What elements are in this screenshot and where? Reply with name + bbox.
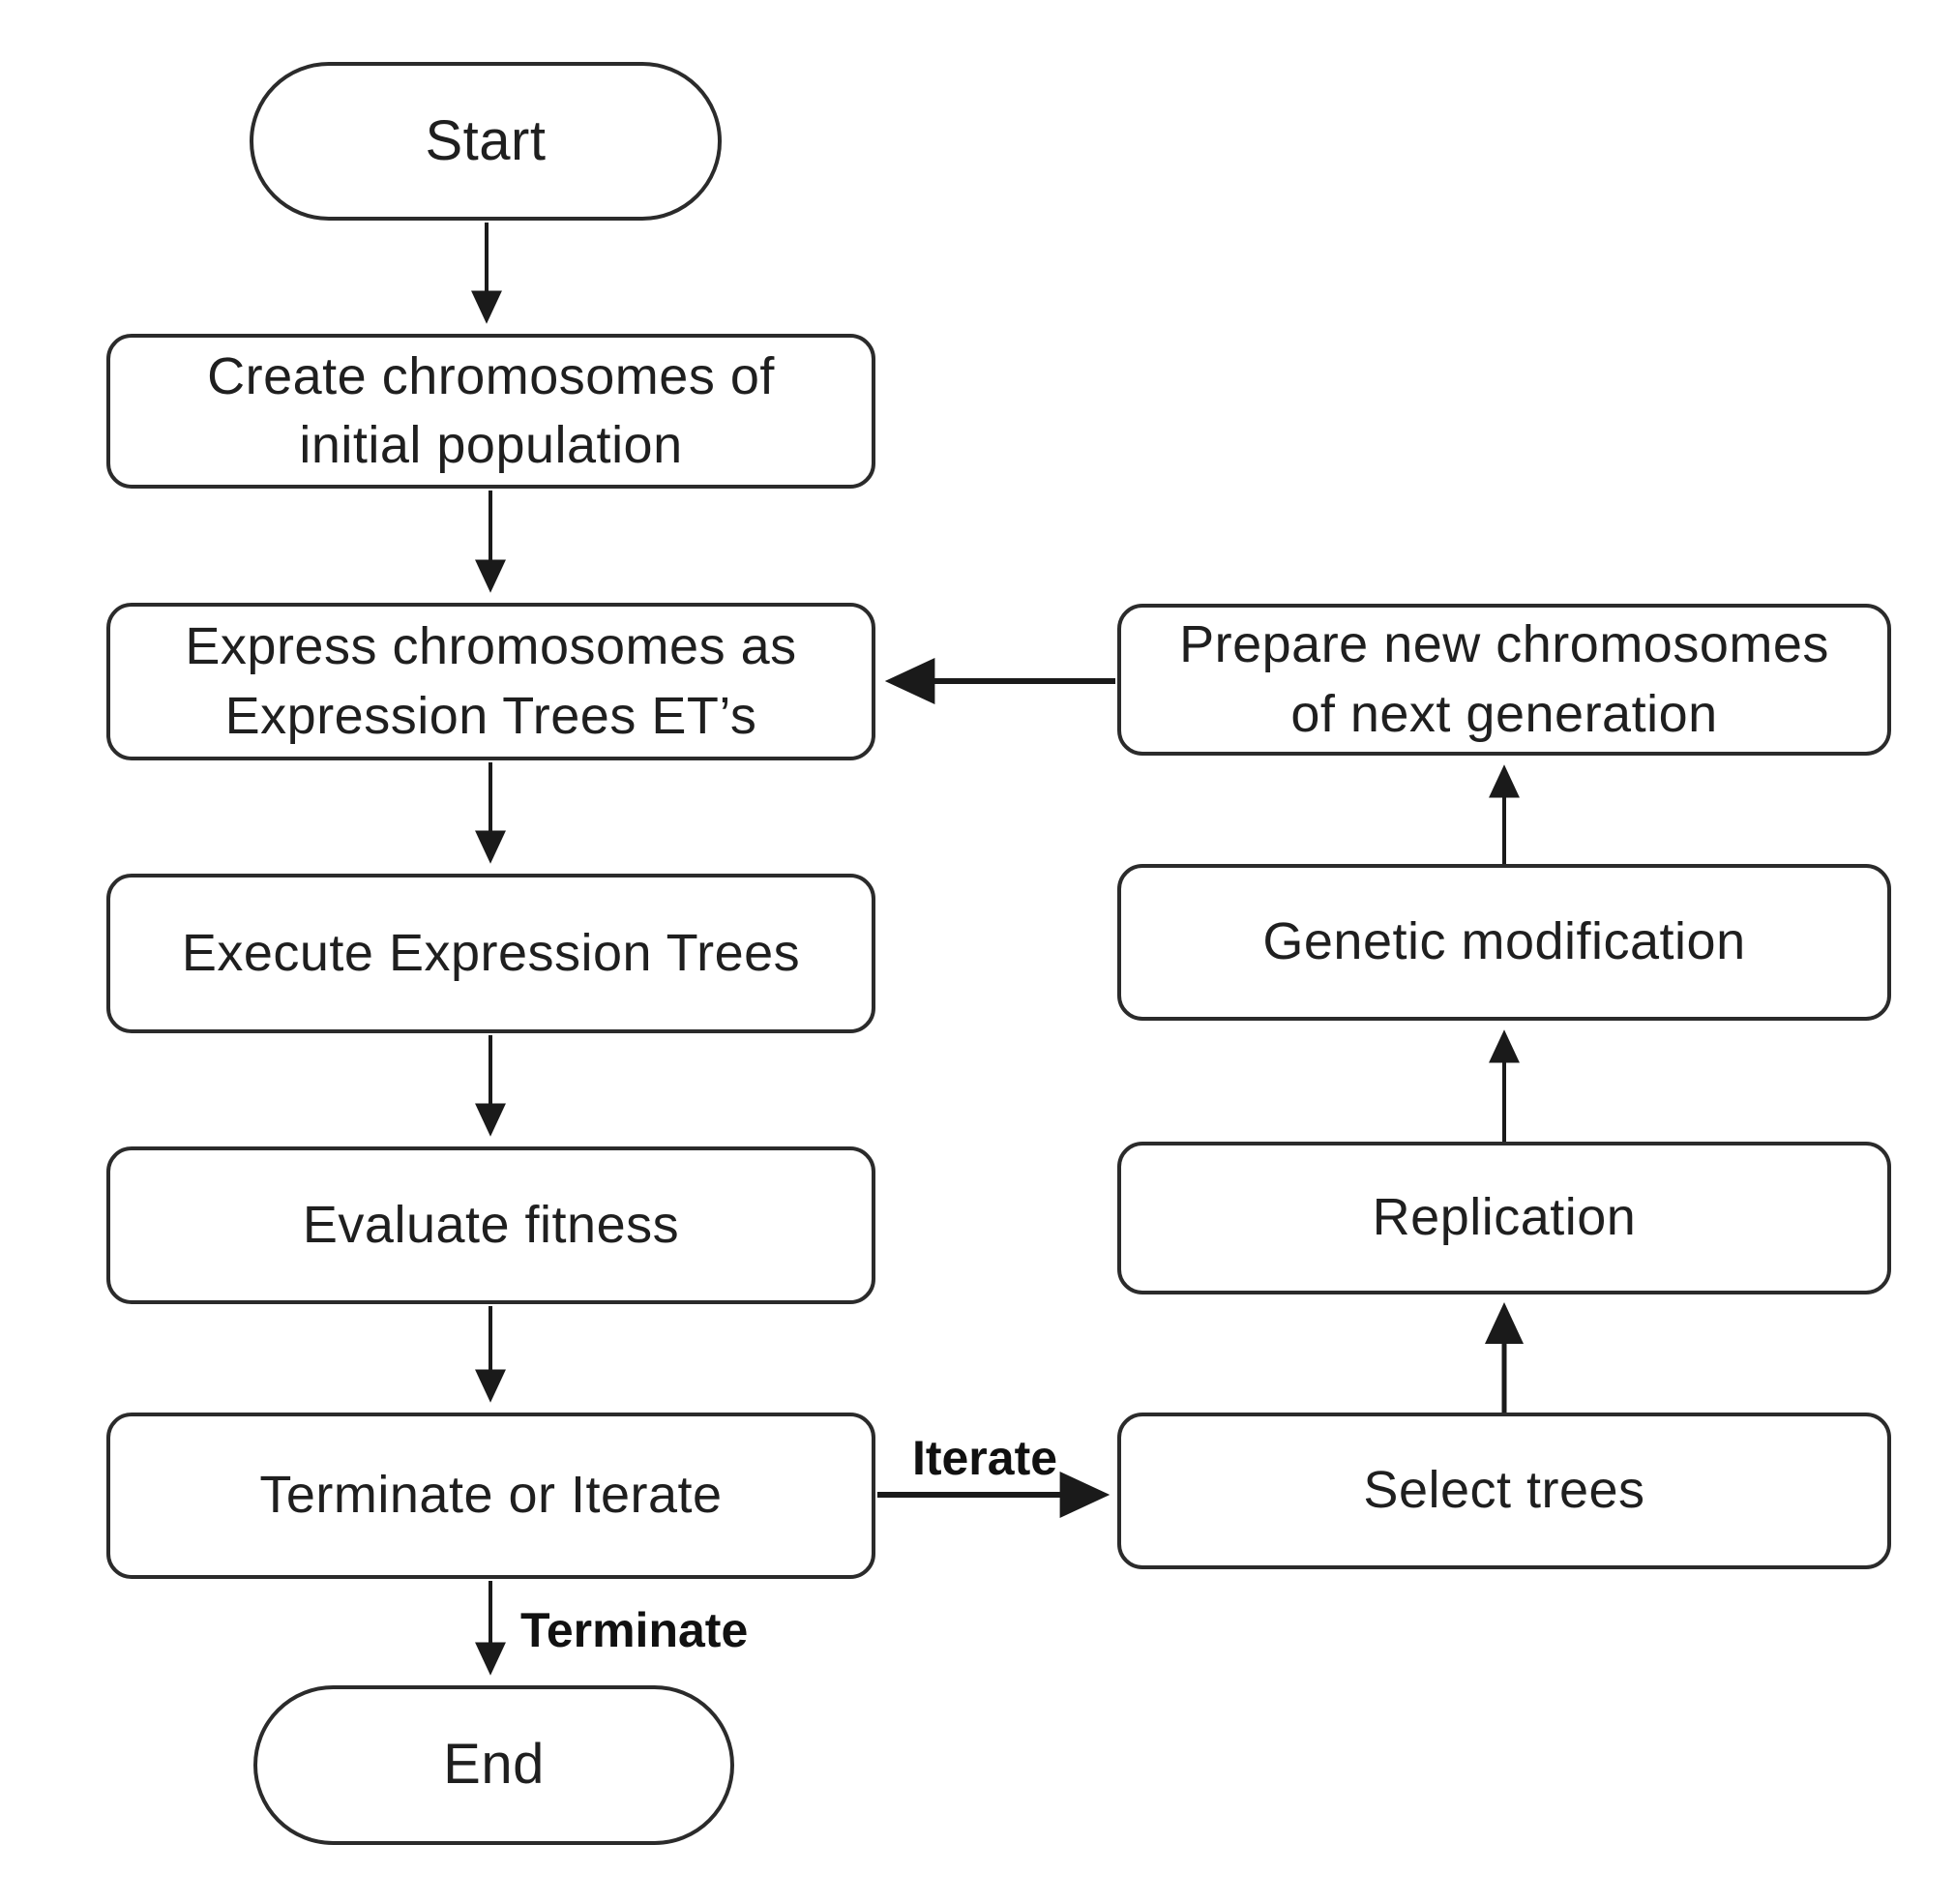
end-node: End <box>253 1685 734 1845</box>
express-chromosomes-node: Express chromosomes as Expression Trees … <box>106 603 875 760</box>
terminate-edge-label: Terminate <box>520 1603 749 1657</box>
prepare-new-chromosomes-node: Prepare new chromosomes of next generati… <box>1117 604 1891 756</box>
terminate-or-iterate-node: Terminate or Iterate <box>106 1413 875 1579</box>
genetic-modification-node: Genetic modification <box>1117 864 1891 1021</box>
start-node: Start <box>250 62 722 221</box>
replication-node: Replication <box>1117 1142 1891 1294</box>
iterate-edge-label: Iterate <box>911 1431 1058 1485</box>
evaluate-fitness-node: Evaluate fitness <box>106 1146 875 1304</box>
select-trees-node: Select trees <box>1117 1413 1891 1569</box>
create-chromosomes-node: Create chromosomes of initial population <box>106 334 875 489</box>
execute-expression-trees-node: Execute Expression Trees <box>106 874 875 1033</box>
